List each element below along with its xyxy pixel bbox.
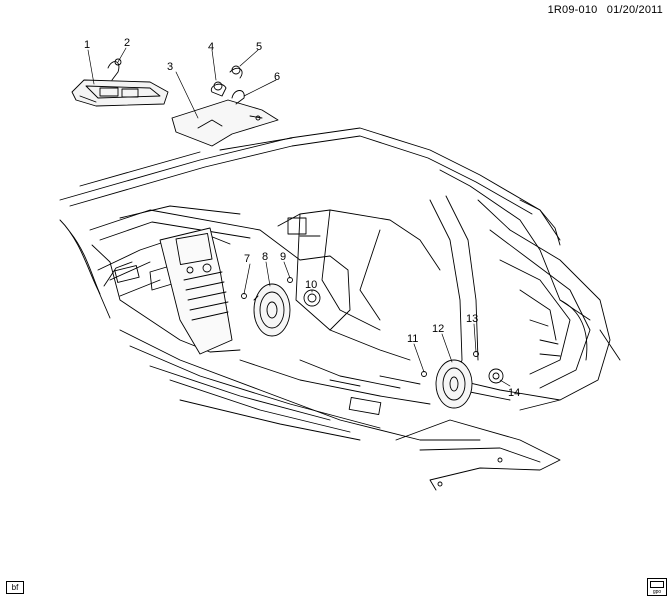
callout-10: 10: [305, 279, 317, 291]
rear-door-speaker-part: [421, 351, 479, 409]
callout-1: 1: [84, 39, 90, 51]
publisher-logo: gpo: [647, 578, 667, 596]
front-tweeter-part: [303, 289, 321, 307]
callout-9: 9: [280, 251, 286, 263]
logo-frame: [650, 581, 664, 588]
callout-13: 13: [466, 313, 478, 325]
callout-6: 6: [274, 71, 280, 83]
callout-12: 12: [432, 323, 444, 335]
callout-5: 5: [256, 41, 262, 53]
callout-2: 2: [124, 37, 130, 49]
callout-14: 14: [508, 387, 520, 399]
console-module-part: [71, 58, 169, 107]
footer-tag: bf: [6, 581, 24, 594]
diagram-header: 1R09-010 01/20/2011: [542, 4, 663, 16]
rear-tweeter-part: [488, 368, 504, 384]
leader-lines: [87, 47, 511, 387]
diagram-date: 01/20/2011: [606, 4, 663, 16]
diagram-code: 1R09-010: [547, 4, 598, 16]
callout-3: 3: [167, 61, 173, 73]
front-door-speaker-part: [241, 277, 293, 337]
vehicle-body-outline: [59, 127, 621, 491]
callout-labels: 1 2 3 4 5 6 7 8 9 10 11 12 13 14: [84, 37, 520, 399]
pillar-trim-panel-part: [171, 65, 279, 147]
callout-7: 7: [244, 253, 250, 265]
callout-8: 8: [262, 251, 268, 263]
callout-11: 11: [407, 333, 418, 345]
callout-4: 4: [208, 41, 214, 53]
logo-text: gpo: [652, 589, 662, 595]
